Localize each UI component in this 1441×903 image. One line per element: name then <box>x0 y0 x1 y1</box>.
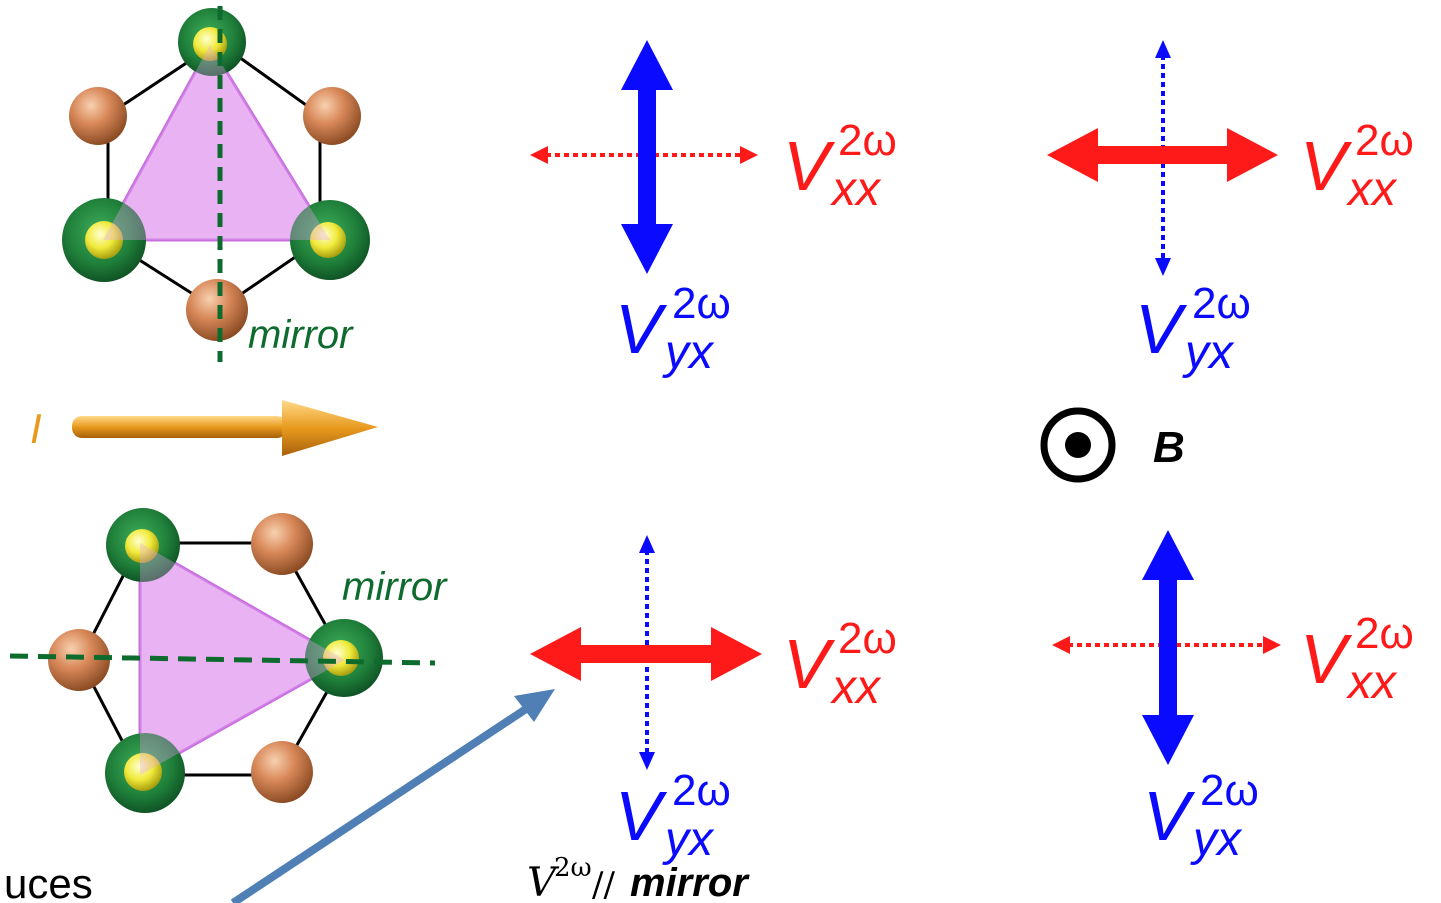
copper-atom <box>186 279 248 341</box>
cropped-caption-text: uces <box>4 860 93 903</box>
svg-text:2ω: 2ω <box>838 116 897 165</box>
svg-text:2ω: 2ω <box>554 853 592 883</box>
current-label: I <box>30 405 42 452</box>
mirror-label-top: mirror <box>248 313 354 357</box>
svg-text:2ω: 2ω <box>1192 279 1251 328</box>
vxx-label: V 2ω xx <box>783 116 897 216</box>
current-direction: I <box>30 400 378 456</box>
svg-text:2ω: 2ω <box>1200 766 1259 815</box>
svg-text:2ω: 2ω <box>838 614 897 663</box>
copper-atom <box>251 513 313 575</box>
panel-bottom-left: V 2ω xx V 2ω yx V 2ω // mirror <box>527 535 897 903</box>
copper-atom <box>303 87 361 145</box>
copper-atom <box>48 629 110 691</box>
green-atom <box>106 508 180 582</box>
copper-atom <box>69 87 127 145</box>
svg-text:xx: xx <box>830 163 882 216</box>
svg-text:2ω: 2ω <box>1355 116 1414 165</box>
vxx-label: V 2ω xx <box>1300 116 1414 216</box>
copper-atom <box>251 741 313 803</box>
green-atom <box>305 619 383 697</box>
green-atom <box>105 733 185 813</box>
svg-text:V: V <box>1300 620 1353 698</box>
svg-text:V: V <box>1143 777 1196 855</box>
vyx-label: V 2ω yx <box>1143 766 1259 866</box>
vyx-label: V 2ω yx <box>615 279 731 379</box>
vyx-label: V 2ω yx <box>1135 279 1251 379</box>
svg-text:yx: yx <box>1190 813 1243 866</box>
svg-text:mirror: mirror <box>630 861 750 903</box>
svg-text:V: V <box>1300 127 1353 205</box>
svg-text:V: V <box>783 625 836 703</box>
svg-text:V: V <box>615 777 668 855</box>
svg-text://: // <box>592 865 615 903</box>
vyx-label: V 2ω yx <box>615 766 731 866</box>
svg-text:yx: yx <box>662 326 715 379</box>
mirror-label-bottom: mirror <box>342 565 448 609</box>
svg-text:V: V <box>1135 290 1188 368</box>
field-out-icon <box>1040 407 1116 483</box>
panel-bottom-right: V 2ω xx V 2ω yx <box>1052 530 1414 866</box>
crystal-bottom: mirror <box>9 508 448 813</box>
pointer-arrow <box>230 689 555 903</box>
green-atom <box>290 200 370 280</box>
crystal-top: mirror <box>62 6 370 362</box>
svg-text:2ω: 2ω <box>672 766 731 815</box>
field-label: B <box>1153 423 1185 472</box>
svg-text:xx: xx <box>1346 163 1398 216</box>
svg-text:V: V <box>615 290 668 368</box>
vxx-label: V 2ω xx <box>1300 609 1414 709</box>
green-atom <box>62 198 146 282</box>
panel-top-right: V 2ω xx V 2ω yx <box>1047 40 1414 379</box>
parallel-mirror-caption: V 2ω // mirror <box>527 853 750 903</box>
current-arrow-shaft <box>72 416 287 438</box>
triangle-face <box>100 42 333 242</box>
mirror-line-horizontal <box>9 653 436 666</box>
vxx-label: V 2ω xx <box>783 614 897 714</box>
current-arrow-head <box>282 400 378 456</box>
svg-text:xx: xx <box>830 661 882 714</box>
svg-text:2ω: 2ω <box>672 279 731 328</box>
svg-text:V: V <box>783 127 836 205</box>
panel-top-left: V 2ω xx V 2ω yx <box>530 40 897 379</box>
svg-text:V: V <box>527 860 560 903</box>
magnetic-field-out-of-plane: B <box>1040 407 1185 483</box>
svg-text:yx: yx <box>662 813 715 866</box>
svg-text:xx: xx <box>1346 656 1398 709</box>
svg-text:2ω: 2ω <box>1355 609 1414 658</box>
svg-text:yx: yx <box>1182 326 1235 379</box>
